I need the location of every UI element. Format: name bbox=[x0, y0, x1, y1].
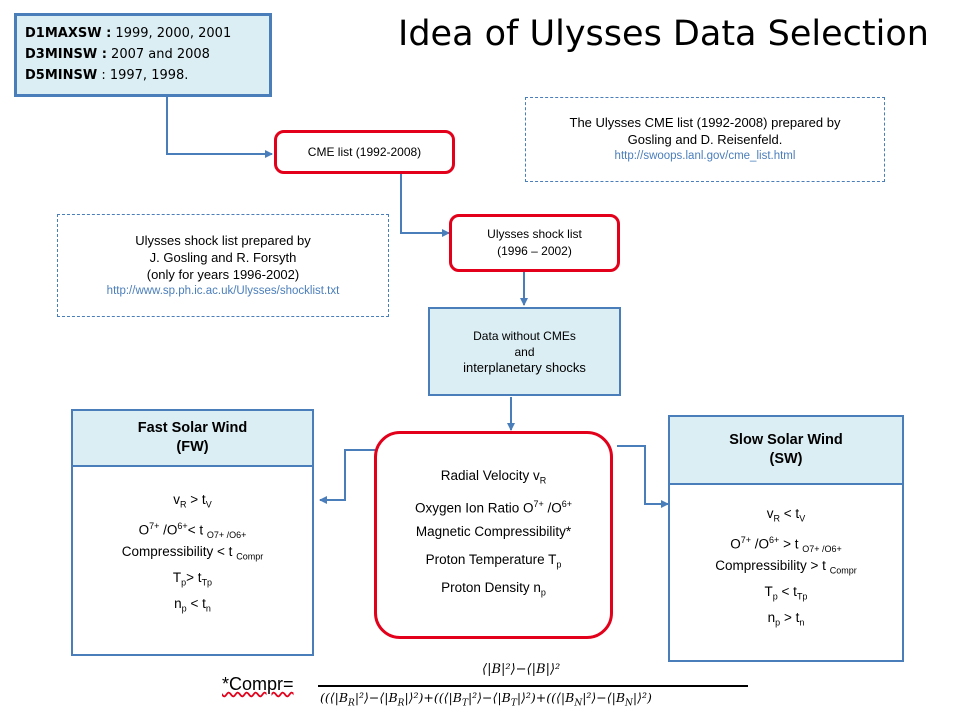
formula-fraction-bar bbox=[318, 685, 748, 687]
criterion-proton-temperature: Proton Temperature Tp bbox=[425, 552, 562, 570]
fast-wind-criteria: vR > tV O7+ /O6+< t O7+ /O6+ Compressibi… bbox=[71, 467, 314, 656]
slow-wind-header: Slow Solar Wind (SW) bbox=[668, 415, 904, 485]
arrow-cme-to-shock bbox=[400, 174, 450, 237]
fast-wind-header: Fast Solar Wind (FW) bbox=[71, 409, 314, 467]
arrow-criteria-to-slow bbox=[617, 445, 669, 508]
filtered-data-box: Data without CMEs and interplanetary sho… bbox=[428, 307, 621, 396]
compressibility-formula: *Compr= ⟨|B|²⟩−⟨|B|⟩² ((⟨|BR|²⟩−⟨|BR|⟩²)… bbox=[222, 662, 762, 712]
criterion-magnetic-compressibility: Magnetic Compressibility* bbox=[415, 524, 572, 539]
fw-compressibility-rule: Compressibility < t Compr bbox=[121, 544, 264, 562]
arrow-criteria-to-fast bbox=[319, 449, 375, 504]
cme-list-note: The Ulysses CME list (1992-2008) prepare… bbox=[525, 97, 885, 182]
mission-row: D1MAXSW : 1999, 2000, 2001 bbox=[25, 26, 232, 41]
arrow-missions-to-cme bbox=[166, 97, 273, 158]
criterion-radial-velocity: Radial Velocity vR bbox=[440, 468, 547, 486]
formula-denominator: ((⟨|BR|²⟩−⟨|BR|⟩²)+((⟨|BT|²⟩−⟨|BT|⟩²)+((… bbox=[320, 690, 652, 709]
mission-periods-box: D1MAXSW : 1999, 2000, 2001 D3MINSW : 200… bbox=[14, 13, 272, 97]
mission-row: D5MINSW : 1997, 1998. bbox=[25, 68, 189, 83]
fw-temperature-rule: Tp> tTp bbox=[172, 570, 213, 588]
sw-temperature-rule: Tp < tTp bbox=[764, 584, 808, 602]
shock-list-note: Ulysses shock list prepared by J. Goslin… bbox=[57, 214, 389, 317]
shock-list-url[interactable]: http://www.sp.ph.ic.ac.uk/Ulysses/shockl… bbox=[106, 284, 340, 297]
criterion-proton-density: Proton Density np bbox=[441, 580, 546, 598]
slow-wind-criteria: vR < tV O7+ /O6+ > t O7+ /O6+ Compressib… bbox=[668, 485, 904, 662]
cme-list-box: CME list (1992-2008) bbox=[274, 130, 455, 174]
formula-lhs: *Compr= bbox=[222, 674, 294, 694]
fw-velocity-rule: vR > tV bbox=[173, 492, 212, 510]
page-title: Idea of Ulysses Data Selection bbox=[398, 14, 929, 54]
sw-density-rule: np > tn bbox=[767, 610, 805, 628]
sw-velocity-rule: vR < tV bbox=[766, 506, 806, 524]
cme-list-url[interactable]: http://swoops.lanl.gov/cme_list.html bbox=[614, 150, 796, 162]
shock-list-box: Ulysses shock list (1996 – 2002) bbox=[449, 214, 620, 272]
formula-numerator: ⟨|B|²⟩−⟨|B|⟩² bbox=[482, 662, 561, 677]
selection-criteria-box: Radial Velocity vR Oxygen Ion Ratio O7+ … bbox=[374, 431, 613, 639]
criterion-oxygen-ratio: Oxygen Ion Ratio O7+ /O6+ bbox=[414, 499, 573, 516]
mission-row: D3MINSW : 2007 and 2008 bbox=[25, 47, 210, 62]
sw-compressibility-rule: Compressibility > t Compr bbox=[715, 558, 857, 576]
sw-oxygen-rule: O7+ /O6+ > t O7+ /O6+ bbox=[730, 535, 842, 555]
fw-density-rule: np < tn bbox=[174, 596, 211, 614]
fw-oxygen-rule: O7+ /O6+< t O7+ /O6+ bbox=[138, 521, 247, 541]
